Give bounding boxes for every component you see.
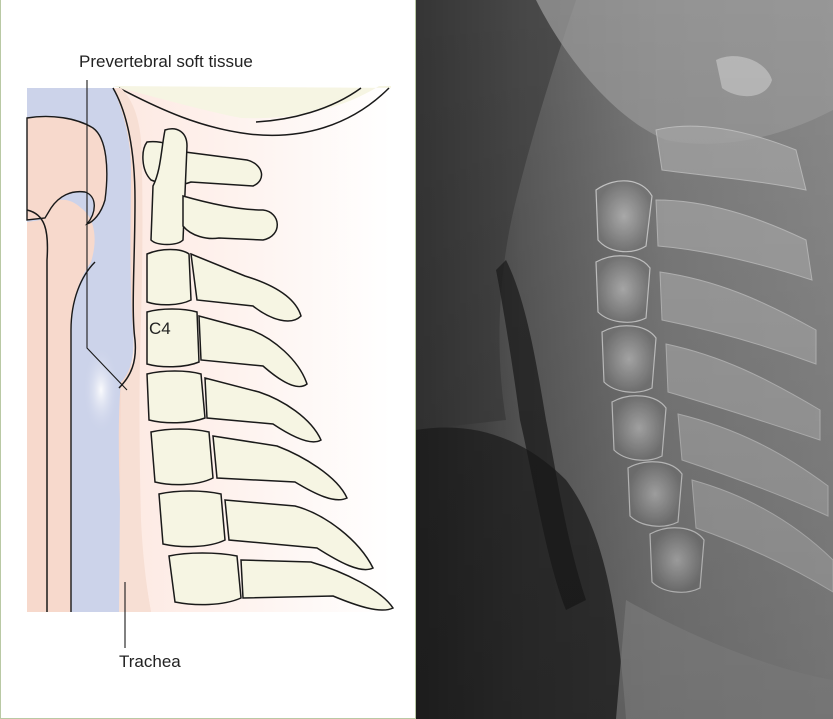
c4-label: C4 xyxy=(149,319,171,339)
vertebra-c3-body xyxy=(147,250,191,305)
airway-highlight xyxy=(83,346,119,434)
trachea-label: Trachea xyxy=(119,652,181,672)
illustration-panel: Prevertebral soft tissue C4 Trachea xyxy=(0,0,416,719)
vertebra-c6-body xyxy=(151,429,213,485)
vertebra-c7-body xyxy=(159,491,225,547)
prevertebral-label: Prevertebral soft tissue xyxy=(79,52,253,72)
radiograph-vignette xyxy=(416,0,833,719)
vertebra-c5-body xyxy=(147,371,205,423)
lateral-cervical-radiograph xyxy=(416,0,833,719)
cervical-spine-illustration xyxy=(1,0,417,719)
radiograph-panel xyxy=(416,0,833,719)
vertebra-t1-body xyxy=(169,553,241,605)
